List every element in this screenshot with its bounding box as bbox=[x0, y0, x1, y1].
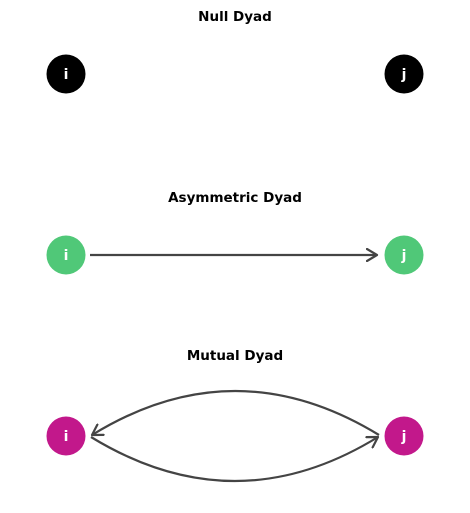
node-circle bbox=[384, 54, 424, 94]
edge-i-to-j bbox=[90, 437, 378, 483]
node-circle bbox=[46, 416, 86, 456]
panel-title: Null Dyad bbox=[198, 9, 272, 25]
node-label: j bbox=[401, 248, 407, 264]
node-label: i bbox=[64, 67, 69, 83]
node-label: i bbox=[64, 429, 69, 445]
node-j: j bbox=[384, 235, 424, 275]
panel-title: Asymmetric Dyad bbox=[168, 190, 302, 206]
panel-asymmetric-dyad: Asymmetric Dyad i j bbox=[46, 190, 424, 275]
node-j: j bbox=[384, 416, 424, 456]
panel-null-dyad: Null Dyad i j bbox=[46, 9, 424, 94]
node-j: j bbox=[384, 54, 424, 94]
node-i: i bbox=[46, 54, 86, 94]
node-label: j bbox=[401, 67, 407, 83]
node-circle bbox=[46, 235, 86, 275]
node-i: i bbox=[46, 416, 86, 456]
panel-title: Mutual Dyad bbox=[187, 348, 283, 364]
panel-mutual-dyad: Mutual Dyad i j bbox=[46, 348, 424, 483]
node-circle bbox=[384, 235, 424, 275]
node-label: j bbox=[401, 429, 407, 445]
node-circle bbox=[384, 416, 424, 456]
node-i: i bbox=[46, 235, 86, 275]
node-label: i bbox=[64, 248, 69, 264]
edge-j-to-i bbox=[92, 389, 380, 435]
node-circle bbox=[46, 54, 86, 94]
